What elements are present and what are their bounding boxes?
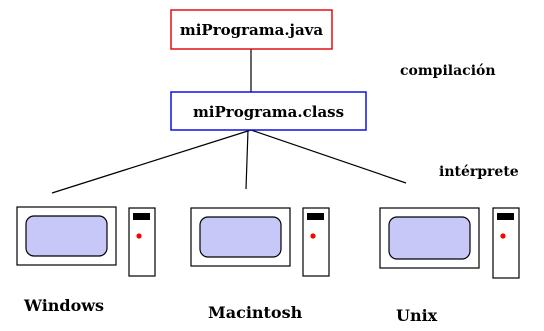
class-file-label: miPrograma.class <box>193 103 344 121</box>
connector-macintosh <box>245 129 249 190</box>
connector-unix <box>250 129 407 184</box>
monitor-screen <box>388 216 471 260</box>
drive-slot <box>307 213 324 220</box>
power-led <box>136 233 142 239</box>
connector-windows <box>51 129 252 194</box>
drive-slot <box>497 213 514 220</box>
platform-label-unix: Unix <box>396 306 438 325</box>
platform-label-windows: Windows <box>23 296 104 315</box>
desktop-computer-icon <box>16 206 156 277</box>
class-file-node: miPrograma.class <box>170 91 367 131</box>
desktop-computer-icon <box>379 207 520 279</box>
system-unit <box>128 207 156 277</box>
power-led <box>500 233 506 239</box>
power-led <box>310 233 316 239</box>
desktop-computer-icon <box>190 207 330 277</box>
compile-step-label: compilación <box>400 63 496 79</box>
computer-unix <box>379 207 520 279</box>
interpret-step-label: intérprete <box>439 164 519 180</box>
source-file-node: miPrograma.java <box>170 9 333 50</box>
source-file-label: miPrograma.java <box>180 21 324 39</box>
platform-label-macintosh: Macintosh <box>208 303 303 322</box>
computer-macintosh <box>190 207 330 277</box>
monitor-screen <box>25 215 108 257</box>
computer-windows <box>16 206 156 277</box>
class-file-box <box>170 91 367 131</box>
drive-slot <box>133 213 150 220</box>
monitor-screen <box>199 216 282 258</box>
source-file-box <box>170 9 333 50</box>
